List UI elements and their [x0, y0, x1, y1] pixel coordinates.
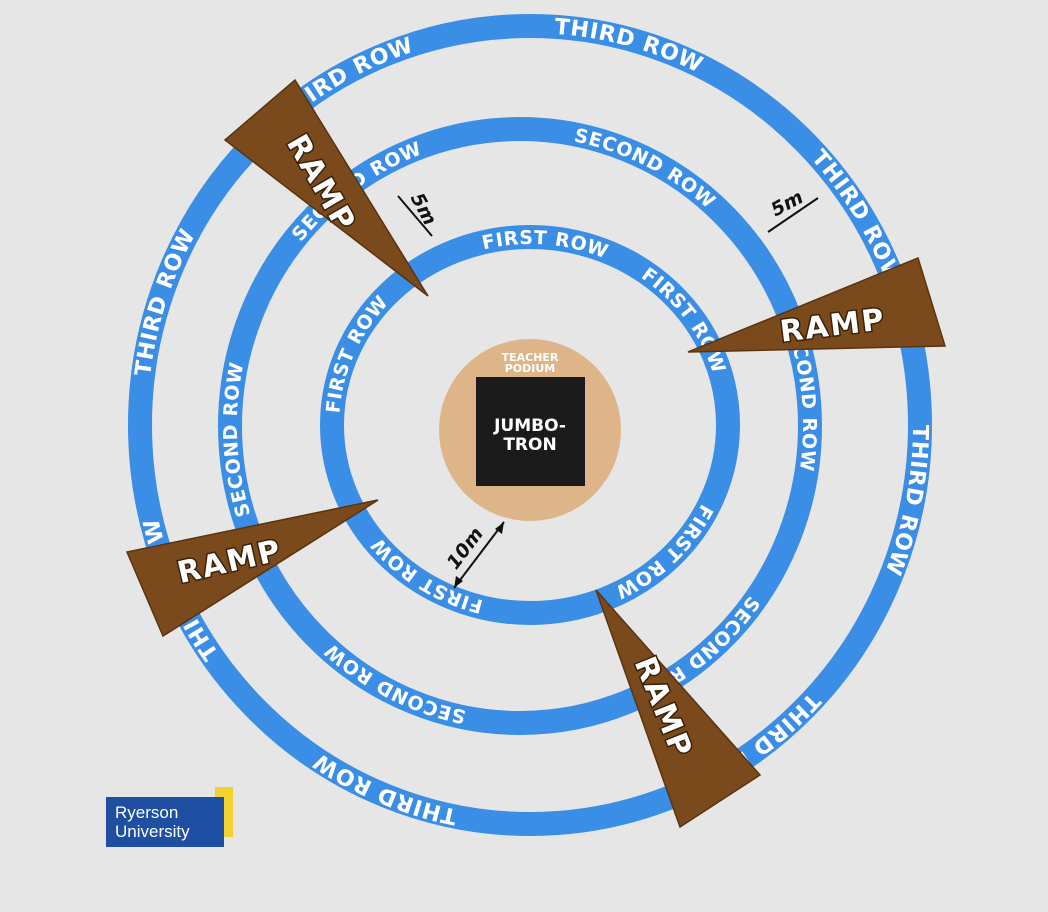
measure-inner-10m: 10m	[443, 521, 505, 589]
first-row-label: FIRST ROW	[480, 227, 611, 263]
second-row-label: SECOND ROW	[320, 639, 467, 728]
second-row-label: SECOND ROW	[572, 125, 719, 214]
first-row-text-ring: FIRST ROW	[480, 227, 612, 263]
third-row-label: THIRD ROW	[131, 225, 200, 378]
logo-line2: University	[115, 822, 190, 841]
ramp-right: RAMP	[687, 256, 947, 353]
measure-left-5m: 5m	[397, 189, 441, 237]
podium-label-line1: TEACHER	[502, 351, 559, 364]
third-row-label: THIRD ROW	[554, 15, 706, 79]
third-row-text-ring: THIRD ROW	[131, 225, 201, 378]
jumbotron-label-line1: JUMBO-	[493, 416, 566, 436]
first-row-text-ring: FIRST ROW	[322, 291, 393, 414]
ryerson-university-logo: Ryerson University	[106, 797, 224, 847]
ramp-left: RAMP	[125, 499, 379, 638]
third-row-text-ring: THIRD ROW	[879, 425, 932, 579]
podium-label-line2: PODIUM	[505, 362, 556, 375]
measure-label-10m: 10m	[443, 523, 488, 573]
first-row-label: FIRST ROW	[637, 263, 728, 376]
first-row-label: FIRST ROW	[322, 291, 392, 414]
third-row-label: THIRD ROW	[879, 425, 931, 579]
measure-label-5m-right: 5m	[767, 186, 806, 221]
jumbotron-label-line2: TRON	[503, 435, 556, 455]
measure-right-5m: 5m	[767, 186, 819, 233]
third-row-ring	[128, 14, 932, 836]
measure-label-5m-left: 5m	[406, 189, 441, 228]
jumbotron	[476, 377, 585, 486]
first-row-label: FIRST ROW	[611, 501, 716, 603]
second-row-text-ring: SECOND ROW	[320, 639, 468, 728]
second-row-text-ring: SECOND ROW	[220, 360, 255, 520]
logo-line1: Ryerson	[115, 803, 179, 822]
third-row-label: THIRD ROW	[309, 747, 458, 828]
third-row-label: THIRD ROW	[806, 146, 905, 289]
first-row-text-ring: FIRST ROW	[611, 501, 717, 603]
first-row-text-ring: FIRST ROW	[637, 263, 729, 376]
second-row-ring	[218, 117, 822, 735]
third-row-text-ring: THIRD ROW	[309, 747, 459, 828]
third-row-text-ring: THIRD ROW	[554, 15, 707, 79]
ramp-label: RAMP	[778, 302, 888, 350]
second-row-label: SECOND ROW	[220, 360, 254, 520]
third-row-text-ring: THIRD ROW	[806, 146, 906, 289]
second-row-text-ring: SECOND ROW	[572, 125, 720, 214]
ramp-top-left: RAMP	[223, 78, 429, 297]
first-row-ring	[320, 225, 740, 625]
